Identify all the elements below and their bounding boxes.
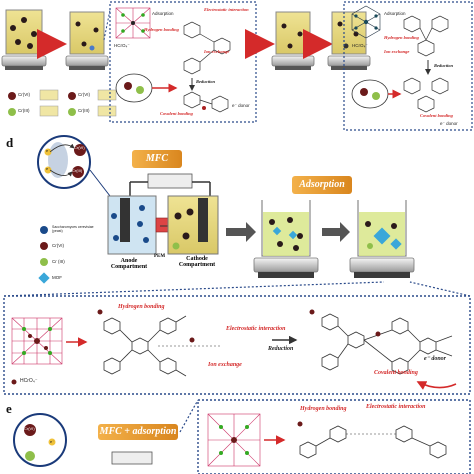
e-hydrogen-bonding-label: Hydrogen bonding (300, 406, 347, 412)
bubble-e2-d: e⁻ (46, 166, 51, 171)
panel-c-right-box (343, 1, 473, 131)
c1-hydrogen-bonding-label: Hydrogen bonding (144, 27, 179, 32)
c2-ion-exchange-label: Ion exchange (384, 49, 410, 54)
bubble-e1-d: e⁻ (46, 148, 51, 153)
c1-edonor-label: e⁻ donor (232, 103, 250, 108)
pem-membrane (155, 217, 169, 233)
legend-mof-icon (38, 272, 50, 284)
d-edonor-label: e⁻ donor (424, 356, 447, 362)
d-electrostatic-label: Electrostatic interaction (226, 326, 286, 332)
anode-label: Anode Compartment (110, 258, 148, 270)
legend-cr6-icon (40, 242, 48, 250)
c2-hcro4-label: HCrO₄⁻ (352, 43, 368, 48)
c1-hcro4-label: HCrO₄⁻ (114, 43, 130, 48)
d-hcro4-label: HCrO₄⁻ (20, 378, 38, 384)
c2-hydrogen-bonding-label: Hydrogen bonding (384, 35, 419, 40)
c-legend-3: Cr(VI) (78, 92, 90, 97)
inset-bubble-c1 (115, 73, 153, 103)
mfc-banner-bg (132, 150, 182, 168)
beaker-6 (349, 200, 415, 278)
c2-adsorption-label: Adsorption (384, 11, 406, 16)
c1-ion-exchange-label: Ion exchange (204, 49, 230, 54)
beaker-1 (1, 9, 47, 70)
legend-cr3-label: Cr (III) (52, 259, 65, 264)
c2-edonor-label: e⁻ donor (440, 121, 458, 126)
adsorption-banner-bg (292, 176, 352, 194)
multimeter (147, 173, 193, 189)
panel-e-letter: e (6, 401, 12, 416)
bubble-cr6-d: Cr(VI) (74, 145, 85, 150)
electron-bubble-e (13, 413, 67, 467)
d-covalent-label: Covalent bonding (374, 370, 418, 376)
pem-label: PEM (154, 254, 166, 259)
d-ion-exchange-label: Ion exchange (208, 362, 242, 368)
beaker-2 (65, 11, 109, 70)
beaker-5 (253, 200, 319, 278)
panel-e (13, 399, 471, 474)
hcro4-dot (11, 379, 17, 385)
c1-covalent-label: Covalent bonding (160, 111, 193, 116)
c1-reduction-label: Reduction (196, 79, 216, 84)
anode-compartment (107, 195, 157, 255)
legend-yeast-icon (40, 226, 48, 234)
adsorption-banner-text: Adsorption (299, 179, 345, 190)
legend-cr6-dot (8, 92, 16, 100)
mechanism-box-e (197, 399, 471, 474)
e-electrostatic-label: Electrostatic interaction (366, 404, 426, 410)
d-reduction-label: Reduction (268, 346, 294, 352)
organic-linker-c1 (183, 21, 231, 75)
c-legend-1: Cr(VI) (18, 92, 30, 97)
d-hydrogen-bonding-label: Hydrogen bonding (118, 304, 165, 310)
mechanism-box-d (3, 295, 471, 395)
organic-linker-e (299, 425, 447, 459)
panel-c-top (1, 1, 473, 131)
c2-reduction-label: Reduction (434, 63, 454, 68)
bubble-e1-e: e⁻ (50, 439, 55, 444)
inset-bubble-c2 (351, 79, 389, 109)
panel-c-left-box (109, 1, 257, 123)
legend-cr6-label: Cr(VI) (52, 243, 64, 248)
c1-adsorption-label: Adsorption (152, 11, 174, 16)
bubble-cr3-d: Cr(III) (72, 168, 83, 173)
organic-linker-d2 (321, 313, 453, 375)
legend-cr3-dot (8, 108, 16, 116)
c2-covalent-label: Covalent bonding (420, 113, 453, 118)
c-legend-4: Cr(III) (78, 108, 90, 113)
organic-linker-d1 (103, 315, 187, 377)
arrow-d-2 (322, 222, 350, 242)
mfc-adsorption-banner-text: MFC + adsorption (99, 426, 177, 437)
legend-yeast-label: Saccharomyces cerevisiae (yeast) (52, 225, 94, 233)
mfc-adsorption-banner-bg (98, 424, 178, 440)
panel-d (3, 135, 471, 395)
beaker-3 (271, 11, 315, 70)
mof-lattice-c1 (115, 7, 151, 39)
bubble-cr6-e: Cr(VI) (24, 426, 35, 431)
organic-linker-c2 (403, 15, 449, 57)
cathode-label: Cathode Compartment (178, 256, 216, 268)
arrow-d-1 (226, 222, 256, 242)
legend-cr3-icon (40, 258, 48, 266)
mfc-banner-text: MFC (145, 153, 169, 164)
beaker-4 (327, 11, 371, 70)
c-legend-2: Cr(III) (18, 108, 30, 113)
c1-electrostatic-label: Electrostatic interaction (204, 7, 249, 12)
panel-d-letter: d (6, 135, 14, 150)
legend-mof-label: MOF (52, 275, 62, 280)
